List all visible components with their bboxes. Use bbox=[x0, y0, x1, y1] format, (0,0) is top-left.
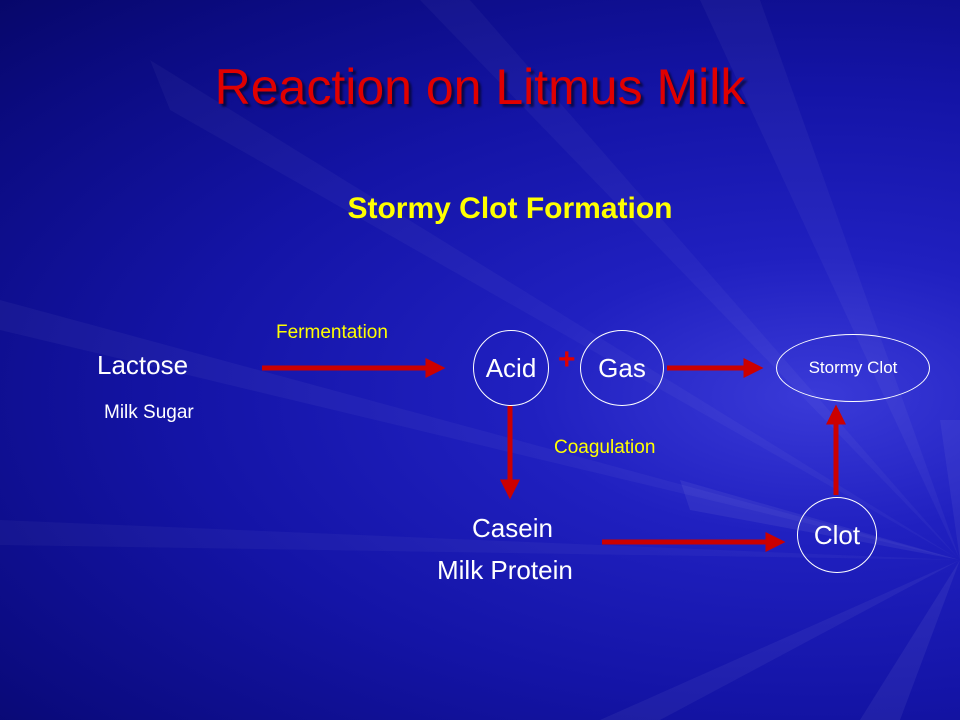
acid-node: Acid bbox=[473, 330, 549, 406]
gas-label: Gas bbox=[598, 352, 646, 383]
stormy-clot-label: Stormy Clot bbox=[808, 358, 898, 377]
gas-node: Gas bbox=[580, 330, 664, 406]
plus-sign: + bbox=[558, 343, 576, 376]
fermentation-label: Fermentation bbox=[276, 322, 388, 343]
coagulation-label: Coagulation bbox=[554, 437, 656, 458]
stormy-clot-node: Stormy Clot bbox=[776, 334, 930, 402]
slide-title: Reaction on Litmus Milk bbox=[214, 59, 746, 115]
clot-label: Clot bbox=[813, 519, 861, 550]
lactose-label: Lactose bbox=[97, 350, 189, 380]
slide-subtitle: Stormy Clot Formation bbox=[347, 192, 673, 225]
casein-label: Casein bbox=[472, 513, 553, 543]
acid-label: Acid bbox=[485, 352, 537, 383]
clot-node: Clot bbox=[797, 497, 877, 573]
milk-sugar-label: Milk Sugar bbox=[104, 402, 194, 423]
milk-protein-label: Milk Protein bbox=[437, 555, 573, 585]
